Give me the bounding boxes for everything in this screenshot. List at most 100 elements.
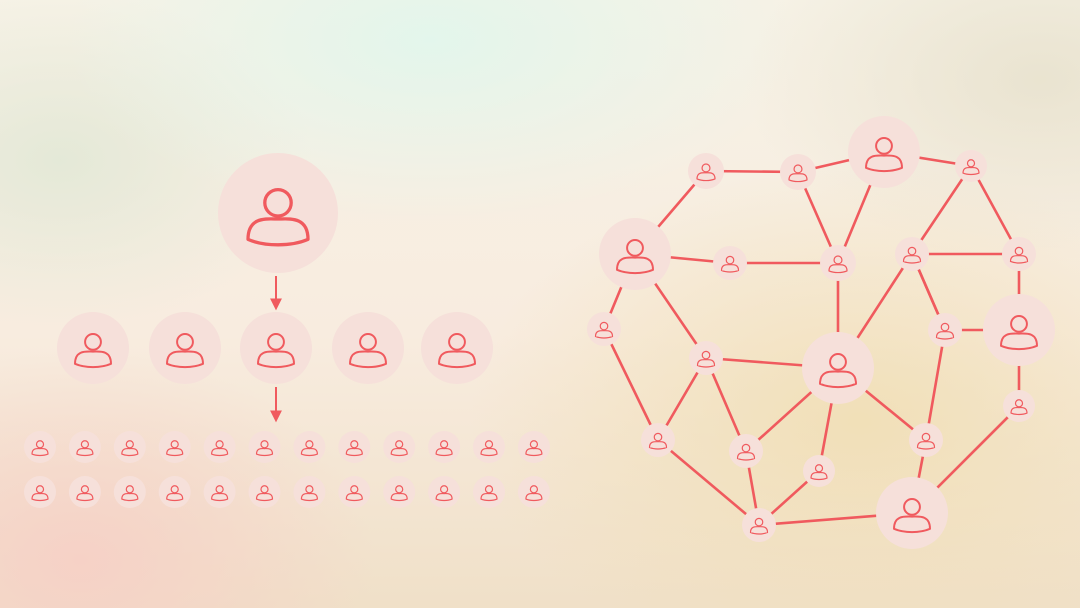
node-circle	[421, 312, 493, 384]
node-circle	[742, 508, 776, 542]
user-icon	[76, 485, 94, 502]
node-circle	[517, 476, 550, 508]
node-circle	[428, 431, 461, 463]
hierarchy-level-3-node	[428, 431, 461, 463]
user-icon	[300, 485, 318, 502]
network-node	[713, 246, 747, 280]
network-node	[689, 341, 723, 375]
node-circle	[338, 431, 371, 463]
hierarchy-level-3-node	[158, 476, 191, 508]
network-node	[780, 154, 816, 190]
node-circle	[729, 434, 763, 468]
node-circle	[983, 294, 1055, 366]
node-circle	[248, 476, 281, 508]
node-circle	[383, 476, 416, 508]
network-hub-node	[802, 332, 874, 404]
network-nodes	[587, 116, 1055, 549]
node-circle	[876, 477, 948, 549]
node-circle	[158, 476, 191, 508]
hierarchy-level-2-node	[149, 312, 221, 384]
network-node	[909, 423, 943, 457]
hierarchy-level-2-node	[421, 312, 493, 384]
node-circle	[428, 476, 461, 508]
user-icon	[696, 163, 716, 182]
node-circle	[218, 153, 338, 273]
user-icon	[962, 159, 980, 176]
node-circle	[713, 246, 747, 280]
user-icon	[902, 246, 922, 264]
network-node	[1003, 390, 1035, 422]
user-icon	[211, 485, 229, 502]
network-hub-node	[599, 218, 671, 290]
node-circle	[24, 431, 56, 463]
node-circle	[338, 476, 371, 508]
user-icon	[480, 485, 498, 502]
hierarchy-level-3-node	[68, 476, 101, 508]
node-circle	[203, 431, 236, 463]
node-circle	[113, 431, 146, 463]
user-icon	[74, 332, 112, 369]
node-circle	[248, 431, 281, 463]
node-circle	[149, 312, 221, 384]
node-circle	[473, 476, 505, 508]
node-circle	[928, 313, 962, 347]
hierarchy-level-3-node	[248, 476, 281, 508]
node-circle	[909, 423, 943, 457]
node-circle	[802, 332, 874, 404]
hierarchy-level-3-node	[473, 431, 505, 463]
user-icon	[916, 432, 936, 450]
network-hub-node	[848, 116, 920, 188]
node-circle	[803, 455, 835, 487]
node-circle	[158, 431, 191, 463]
hierarchy-level-3-node	[428, 476, 461, 508]
user-icon	[525, 440, 543, 457]
hierarchy-level-3-node	[203, 431, 236, 463]
node-circle	[113, 476, 146, 508]
node-circle	[68, 476, 101, 508]
user-icon	[438, 332, 476, 369]
hierarchy-level-3-node	[338, 476, 371, 508]
node-circle	[895, 237, 929, 271]
hierarchy-level-3-node	[293, 476, 326, 508]
hierarchy-level-2-node	[332, 312, 404, 384]
hierarchy-level-3-node	[383, 431, 416, 463]
hierarchy-level-3-node	[203, 476, 236, 508]
hierarchy-tree	[24, 153, 550, 508]
user-icon	[31, 440, 49, 457]
network-node	[928, 313, 962, 347]
node-circle	[383, 431, 416, 463]
user-icon	[166, 485, 184, 502]
user-icon	[828, 255, 848, 274]
node-circle	[641, 423, 675, 457]
network-node	[803, 455, 835, 487]
user-icon	[255, 485, 274, 502]
network-node	[895, 237, 929, 271]
hierarchy-level-3-node	[517, 431, 550, 463]
network-node	[587, 312, 621, 346]
network-node	[742, 508, 776, 542]
user-icon	[1000, 314, 1038, 351]
hierarchy-level-3-node	[113, 431, 146, 463]
node-circle	[848, 116, 920, 188]
hierarchy-level-3-node	[517, 476, 550, 508]
user-icon	[435, 440, 453, 457]
node-circle	[1002, 237, 1036, 271]
network-edge	[656, 438, 761, 527]
user-icon	[211, 440, 229, 457]
user-icon	[594, 321, 614, 339]
node-circle	[68, 431, 101, 463]
user-icon	[121, 485, 139, 502]
user-icon	[121, 440, 139, 457]
node-circle	[688, 153, 724, 189]
hierarchy-level-3-node	[383, 476, 416, 508]
user-icon	[257, 332, 295, 369]
user-icon	[736, 443, 756, 461]
network-node	[641, 423, 675, 457]
hierarchy-level-3-node	[158, 431, 191, 463]
user-icon	[480, 440, 498, 457]
node-circle	[473, 431, 505, 463]
node-circle	[240, 312, 312, 384]
hierarchy-level-3-node	[24, 476, 56, 508]
